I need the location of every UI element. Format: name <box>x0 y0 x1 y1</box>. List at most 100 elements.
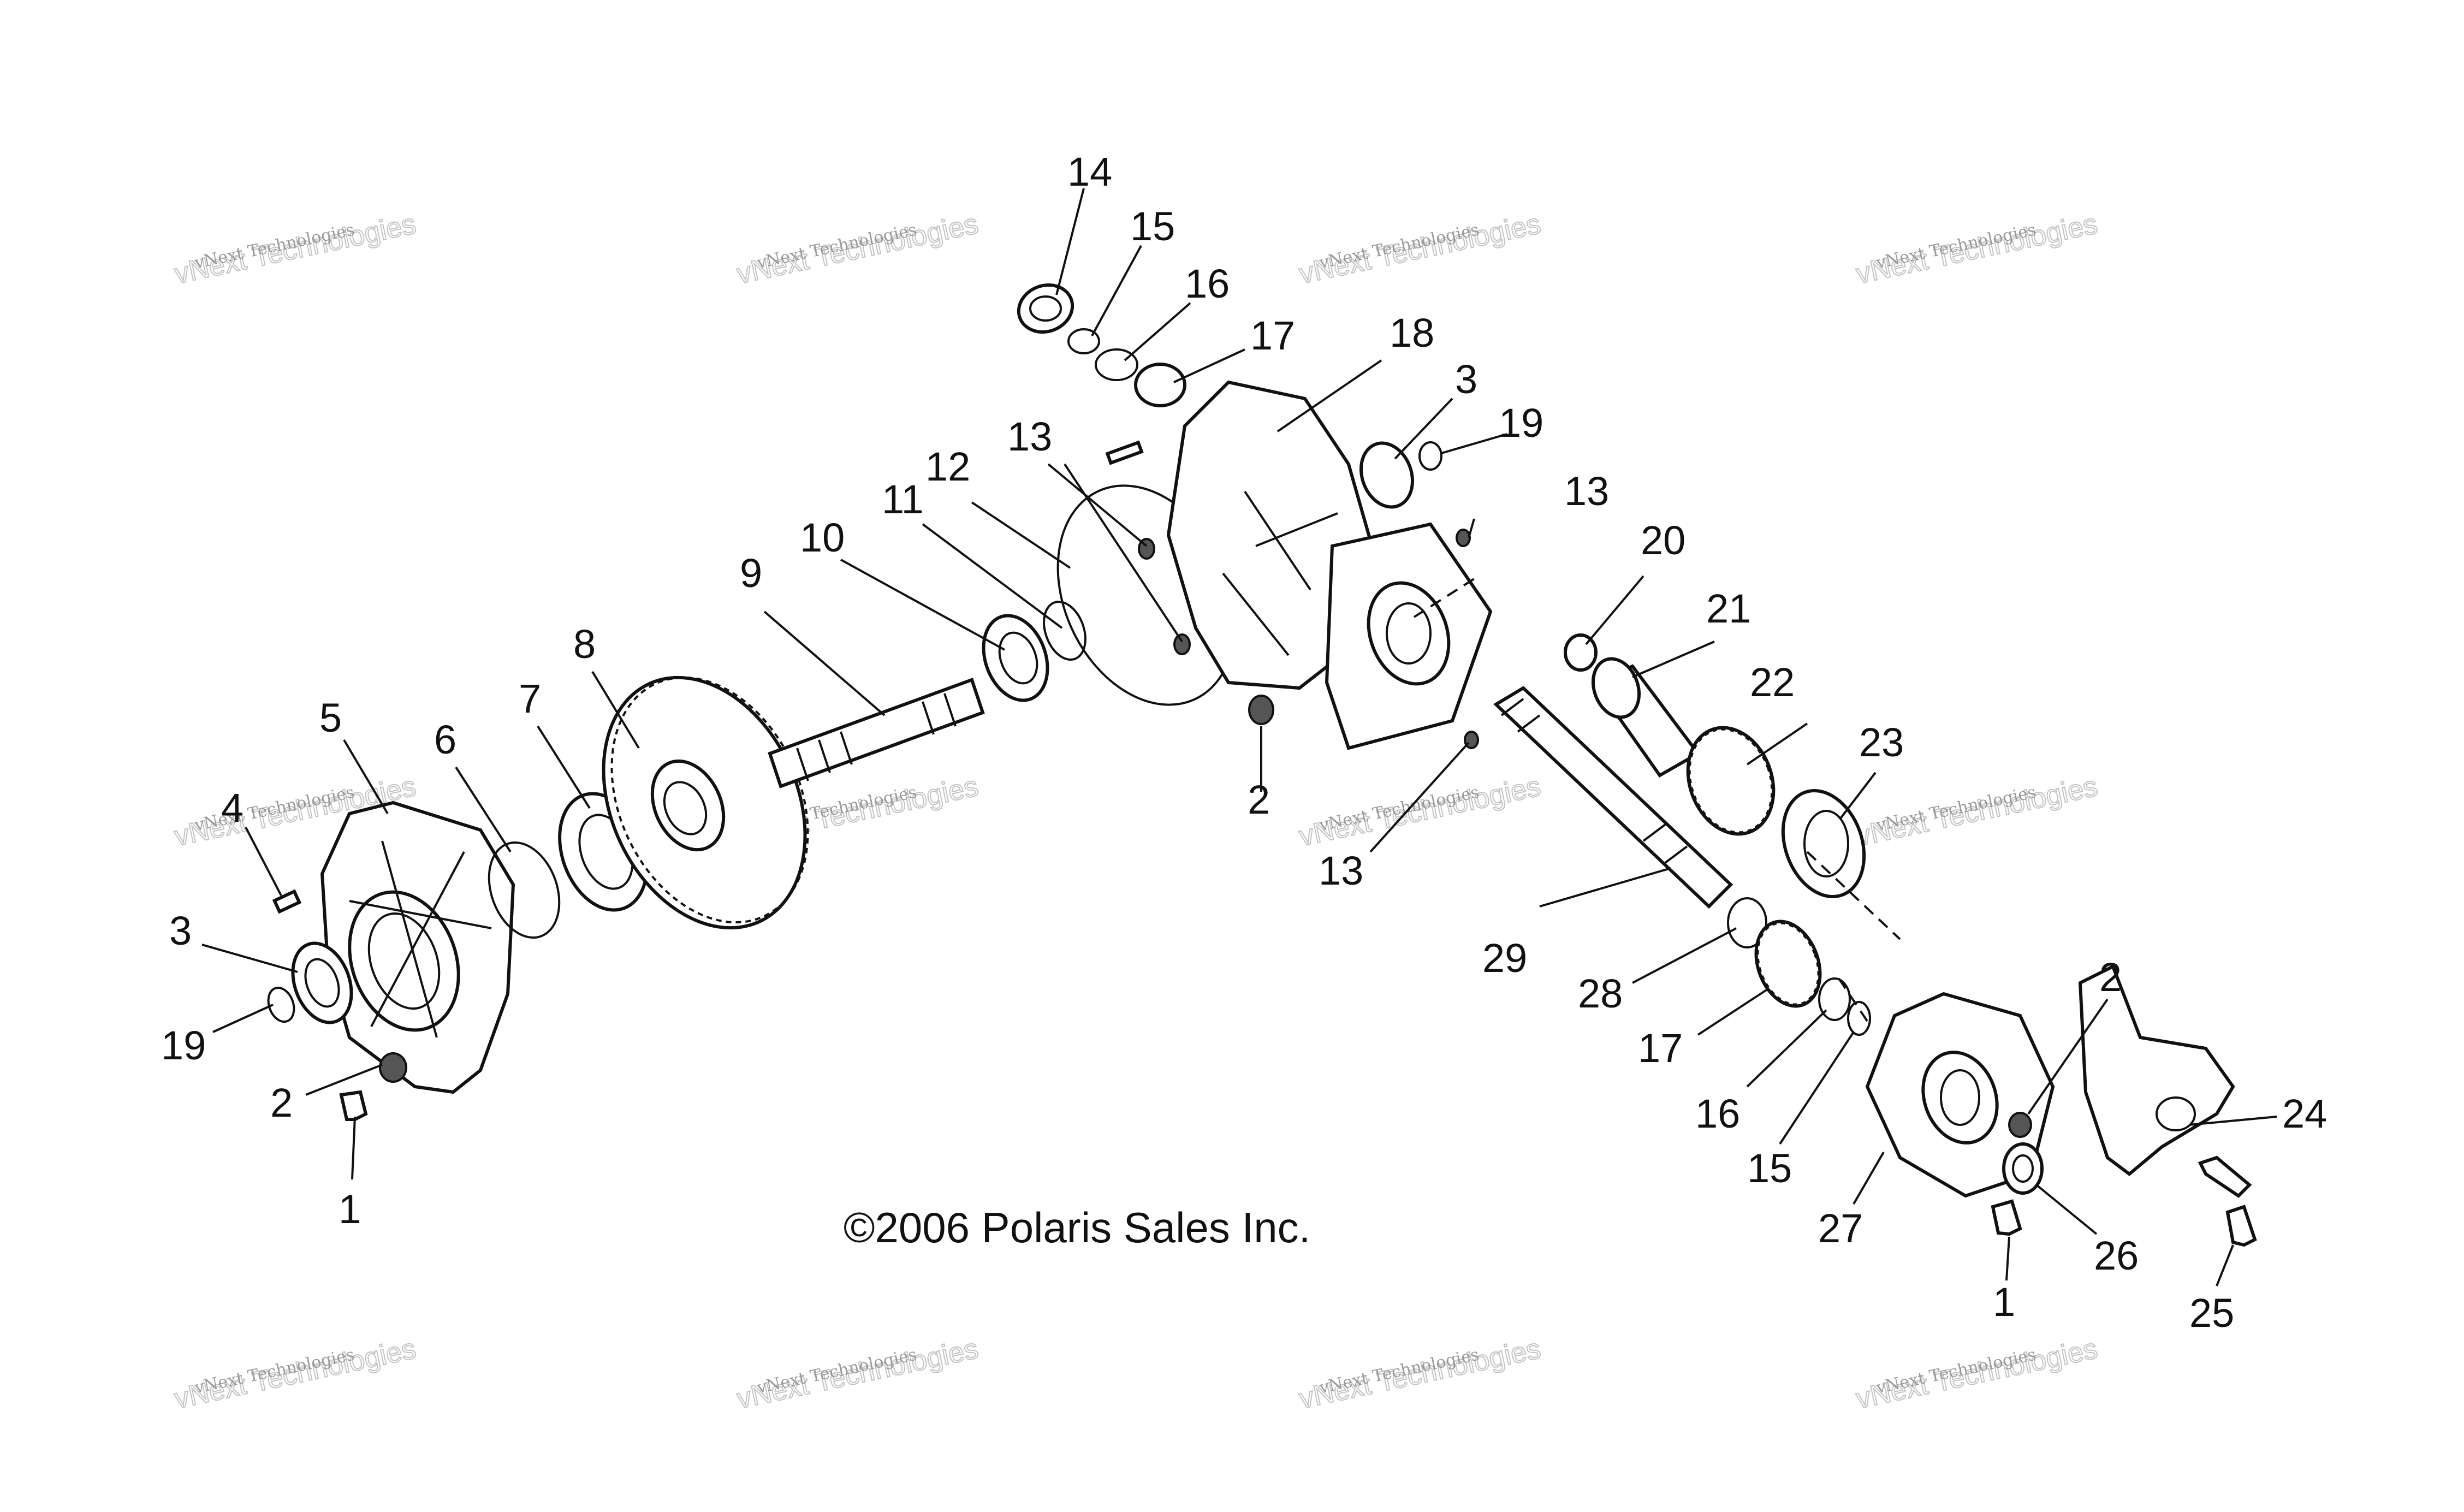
watermark: vNext Technologies vNext Technologies <box>1853 1332 2101 1415</box>
copyright-text: ©2006 Polaris Sales Inc. <box>844 1203 1310 1252</box>
leader-18 <box>1276 359 1382 432</box>
leader-6 <box>455 766 512 853</box>
right-cover-assembly <box>1413 578 2257 1247</box>
callout-label: 24 <box>2282 1091 2327 1136</box>
leader-27 <box>1853 1151 1885 1205</box>
right-bolt <box>1991 1199 2022 1236</box>
leader-8 <box>591 671 640 749</box>
o-ring <box>488 841 561 939</box>
spacer-28 <box>1727 897 1767 948</box>
bracket-bolt-a <box>2198 1155 2252 1198</box>
callout-label: 25 <box>2189 1290 2234 1336</box>
center-plug <box>1248 695 1274 725</box>
dashed-guide <box>1413 578 1901 1022</box>
leader-2-left <box>305 1064 383 1096</box>
big-bearing <box>1781 789 1866 898</box>
callout-label: 12 <box>925 444 970 489</box>
watermark: vNext Technologies vNext Technologies <box>734 207 982 290</box>
callout-label: 26 <box>2094 1233 2139 1278</box>
right-cover-bore <box>1921 1051 1999 1145</box>
callout-label: 15 <box>1130 204 1175 249</box>
right-shaft-assembly <box>1493 633 1871 1036</box>
leader-16 <box>1124 302 1191 361</box>
right-plug <box>2008 1112 2032 1138</box>
large-gear-spline <box>663 781 708 835</box>
callout-label: 21 <box>1706 586 1751 631</box>
callout-label: 22 <box>1750 660 1795 705</box>
upper-shim <box>1095 348 1138 381</box>
leader-21 <box>1632 641 1715 678</box>
callout-label: 4 <box>221 785 244 831</box>
shaft-snap-ring <box>1043 600 1086 661</box>
leader-25 <box>2216 1244 2234 1286</box>
dowel-pin <box>272 889 302 914</box>
callout-label: 13 <box>1007 414 1052 459</box>
bushing <box>1564 633 1598 672</box>
upper-seal-inner <box>1029 295 1062 322</box>
leader-15-bottom <box>1779 1031 1855 1145</box>
large-gear-hub <box>650 759 726 852</box>
left-cover-ribs <box>349 840 492 1038</box>
leader-16-bottom <box>1746 1009 1827 1088</box>
gear-17-teeth <box>1756 922 1820 1006</box>
shim-16 <box>1818 977 1851 1021</box>
upper-seal-stack <box>1017 283 1186 465</box>
center-seal <box>1359 441 1415 509</box>
main-shaft-spline <box>796 693 957 781</box>
shaft-bearing <box>982 614 1049 702</box>
leader-5 <box>343 739 389 815</box>
callout-label: 10 <box>800 515 845 560</box>
leader-15 <box>1091 245 1142 336</box>
watermark: vNext Technologies vNext Technologies <box>171 207 419 290</box>
callout-label: 5 <box>319 695 342 740</box>
gear-22 <box>1686 726 1776 836</box>
watermark: vNext Technologies vNext Technologies <box>1296 770 1544 853</box>
left-seal <box>291 941 353 1024</box>
callout-label: 1 <box>339 1187 361 1232</box>
center-case-ribs <box>1222 490 1338 656</box>
callout-label: 17 <box>1250 313 1295 358</box>
gear-22-teeth <box>1688 728 1773 834</box>
leader-7 <box>537 725 591 809</box>
leader-1-right <box>2005 1236 2010 1281</box>
leader-10 <box>840 559 1005 651</box>
callout-label: 11 <box>882 477 924 522</box>
right-seal <box>2002 1142 2044 1195</box>
callout-label: 6 <box>434 717 456 762</box>
left-cover-bore-inner <box>367 912 441 1010</box>
right-seal-inner <box>2012 1154 2034 1183</box>
leader-1-left <box>351 1116 356 1180</box>
leader-22 <box>1746 722 1808 766</box>
callout-label: 13 <box>1564 469 1609 514</box>
main-shaft <box>768 484 1237 788</box>
upper-washer <box>1067 328 1100 354</box>
watermark: vNext Technologies vNext Technologies <box>1853 770 2101 853</box>
pin-top <box>1456 529 1471 547</box>
leader-26 <box>2035 1184 2098 1235</box>
leader-23 <box>1839 772 1877 820</box>
watermark: vNext Technologies vNext Technologies <box>734 1332 982 1415</box>
left-plug <box>379 1052 407 1083</box>
leader-13-right <box>1468 518 1475 538</box>
center-case-bore <box>1367 581 1451 686</box>
upper-seal <box>1017 283 1074 334</box>
center-case-bore-inner <box>1386 602 1432 665</box>
callout-label: 29 <box>1482 935 1527 981</box>
leader-9 <box>763 610 886 716</box>
bracket-bolt-b <box>2225 1205 2257 1247</box>
ring-15 <box>1847 1001 1871 1036</box>
leader-17-bottom <box>1697 987 1770 1036</box>
pinion-head <box>1591 657 1641 719</box>
callout-label: 9 <box>740 550 762 596</box>
long-shaft-spline <box>1500 698 1688 864</box>
shaft-bearing-inner <box>998 631 1038 685</box>
leader-13-bottom <box>1369 742 1470 853</box>
dowel-b <box>1173 633 1191 655</box>
left-bolt <box>339 1090 368 1121</box>
leader-13-top <box>1047 463 1183 643</box>
callout-label: 16 <box>1695 1091 1740 1136</box>
callout-labels: 14 15 16 17 18 3 19 13 12 11 10 9 8 7 6 … <box>161 149 2327 1336</box>
callout-label: 2 <box>270 1080 293 1125</box>
callout-label: 13 <box>1319 848 1363 893</box>
callout-label: 19 <box>161 1023 206 1068</box>
